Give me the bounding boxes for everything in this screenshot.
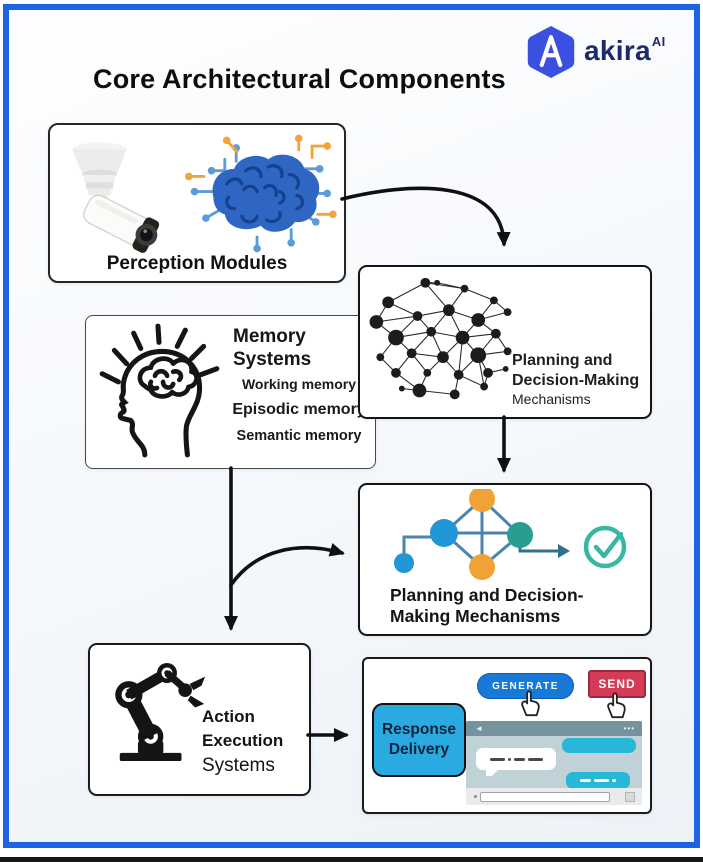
action-execution-label: Action Execution Systems <box>202 707 284 776</box>
logo-superscript: AI <box>651 34 666 49</box>
generate-button[interactable]: GENERATE <box>477 673 574 699</box>
head-brain-icon <box>99 323 220 458</box>
chat-bubble-incoming <box>562 738 636 753</box>
logo-brand-text: akiraAI <box>584 34 666 66</box>
bottom-divider <box>0 857 703 862</box>
response-delivery-box: Response Delivery GENERATE SEND ◄ ••• <box>362 657 652 814</box>
back-arrow-icon[interactable]: ◄ <box>475 724 483 733</box>
attach-icon <box>625 792 635 802</box>
chat-text-input[interactable] <box>480 792 610 802</box>
hand-cursor-icon <box>521 690 540 717</box>
memory-item-semantic: Semantic memory <box>236 428 362 444</box>
chat-bubble-outgoing <box>476 748 556 776</box>
perception-modules-box: Perception Modules <box>48 123 346 283</box>
response-delivery-badge: Response Delivery <box>372 703 466 777</box>
memory-item-episodic: Episodic memory <box>232 401 366 418</box>
action-execution-box: Action Execution Systems <box>88 643 311 796</box>
circuit-brain-icon <box>184 134 337 253</box>
input-bullet-icon <box>474 795 477 798</box>
memory-item-working: Working memory <box>241 376 357 392</box>
memory-items-list: Working memory Episodic memory Semantic … <box>224 376 374 444</box>
planning-decision-network-box: Planning and Decision-Making Mechanisms <box>358 265 652 419</box>
chat-header: ◄ ••• <box>466 721 642 736</box>
memory-systems-box: Memory Systems Working memory Episodic m… <box>85 315 376 469</box>
planning-network-label: Planning and Decision-Making Mechanisms <box>512 352 640 407</box>
chat-window: ◄ ••• <box>466 721 642 805</box>
planning-decision-flow-box: Planning and Decision- Making Mechanisms <box>358 483 652 636</box>
node-flow-check-icon <box>394 489 627 580</box>
chat-body <box>466 736 642 795</box>
network-graph-icon <box>369 277 512 400</box>
perception-modules-label: Perception Modules <box>106 253 288 274</box>
planning-flow-label: Planning and Decision- Making Mechanisms <box>390 585 584 626</box>
page-title: Core Architectural Components <box>93 64 506 94</box>
menu-dots-icon[interactable]: ••• <box>623 724 635 733</box>
cctv-camera-icon <box>72 142 160 253</box>
akira-hexagon-icon <box>527 26 575 78</box>
akira-ai-logo: akiraAI <box>525 24 666 80</box>
memory-systems-title: Memory Systems <box>233 326 312 370</box>
hand-cursor-icon <box>607 692 626 719</box>
robot-arm-icon <box>115 662 206 762</box>
chat-bubble-incoming <box>566 772 630 795</box>
chat-footer <box>466 788 642 805</box>
